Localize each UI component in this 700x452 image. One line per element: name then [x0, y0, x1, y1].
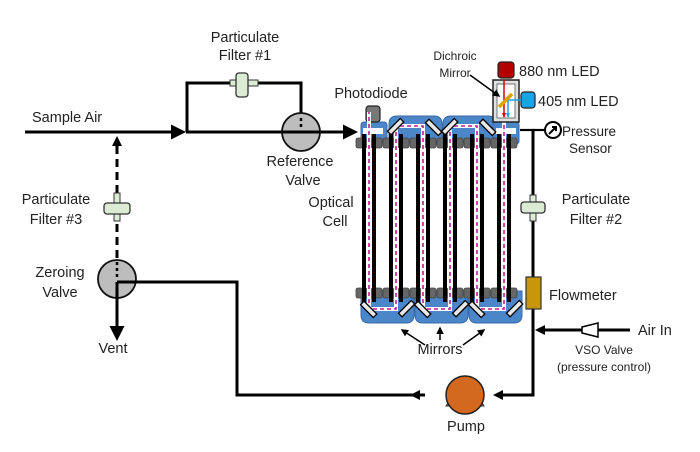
label-pressure-line1: Pressure: [562, 124, 616, 139]
light-beam-path: [368, 112, 505, 310]
mirror: [413, 300, 432, 319]
mirrors-pointers: [400, 326, 486, 346]
led-405nm: [520, 91, 536, 109]
label-ref-valve-line1: Reference: [267, 154, 334, 170]
particulate-filter-2: [520, 194, 546, 222]
mirror: [478, 118, 497, 137]
mirror: [386, 117, 405, 136]
label-pump: Pump: [447, 419, 485, 435]
label-vso-line1: VSO Valve: [575, 343, 633, 357]
mirror: [359, 300, 378, 319]
label-vso-line2: (pressure control): [557, 360, 651, 374]
label-zero-valve-line2: Valve: [42, 285, 77, 301]
label-filter3-line1: Particulate: [22, 192, 91, 208]
zero-air-arrow: [112, 136, 122, 146]
label-sample-air: Sample Air: [32, 110, 102, 126]
label-dichroic-line1: Dichroic: [433, 49, 476, 63]
mirror: [424, 118, 443, 137]
label-dichroic-line2: Mirror: [439, 66, 470, 80]
pump: [445, 375, 485, 415]
mirror: [467, 300, 486, 319]
label-filter2-line1: Particulate: [562, 192, 631, 208]
label-ref-valve-line2: Valve: [285, 173, 320, 189]
optical-cell: [355, 105, 524, 324]
vso-valve: [535, 322, 630, 338]
mirror: [440, 117, 459, 136]
label-filter2-line2: Filter #2: [570, 212, 622, 228]
led-assembly: [469, 61, 536, 123]
label-optical-cell-line1: Optical: [308, 195, 353, 211]
label-flowmeter: Flowmeter: [549, 288, 617, 304]
reference-valve: [281, 112, 321, 152]
label-photodiode: Photodiode: [334, 86, 407, 102]
label-filter1-line2: Filter #1: [219, 48, 271, 64]
label-optical-cell-line2: Cell: [323, 214, 348, 230]
flowmeter: [525, 276, 542, 310]
label-air-in: Air In: [638, 323, 672, 339]
particulate-filter-1: [229, 72, 259, 98]
mirror: [505, 299, 524, 318]
dichroic-mirror: [497, 92, 514, 109]
label-led-405: 405 nm LED: [538, 94, 619, 110]
label-vent: Vent: [98, 341, 127, 357]
mirror: [451, 299, 470, 318]
zeroing-valve: [97, 259, 415, 397]
label-filter3-line2: Filter #3: [30, 212, 82, 228]
label-pressure-line2: Sensor: [569, 141, 612, 156]
label-zero-valve-line1: Zeroing: [35, 265, 84, 281]
label-mirrors: Mirrors: [417, 342, 462, 358]
mirror: [397, 299, 416, 318]
pressure-sensor: [544, 121, 562, 139]
dichroic-pointer: [469, 74, 501, 97]
particulate-filter-3: [103, 192, 131, 222]
label-filter1-line1: Particulate: [211, 30, 280, 46]
led-880nm: [497, 61, 515, 79]
label-led-880: 880 nm LED: [519, 64, 600, 80]
